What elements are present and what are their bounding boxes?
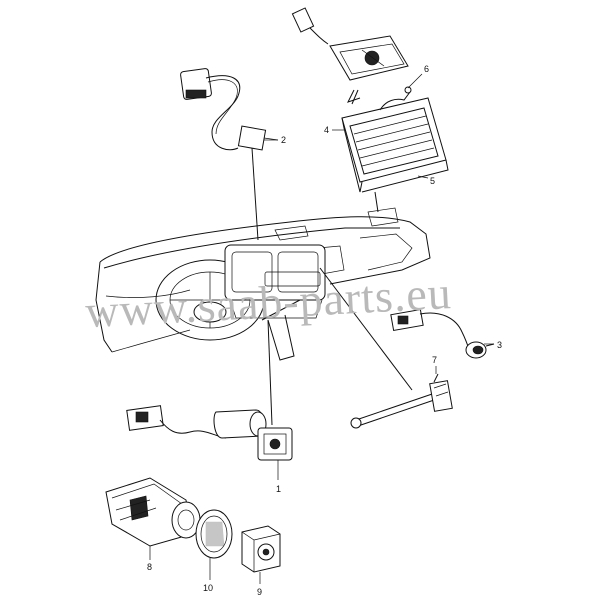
part-2-harness bbox=[180, 68, 279, 241]
callout-1: 1 bbox=[276, 484, 281, 494]
leader-lines bbox=[149, 73, 494, 584]
callout-10: 10 bbox=[203, 583, 213, 593]
callout-9: 9 bbox=[257, 587, 262, 597]
dashboard-outline bbox=[95, 207, 431, 361]
part-9-cover bbox=[241, 525, 281, 573]
part-4-5-vent-unit bbox=[341, 86, 449, 213]
part-1-switch bbox=[126, 319, 293, 461]
part-6-connector bbox=[291, 7, 409, 105]
callout-4: 4 bbox=[324, 125, 329, 135]
part-10-ring bbox=[195, 509, 233, 559]
callout-2: 2 bbox=[281, 135, 286, 145]
part-8-ignition-lock bbox=[105, 477, 201, 547]
callout-7: 7 bbox=[432, 355, 437, 365]
callout-8: 8 bbox=[147, 562, 152, 572]
part-3-sensor bbox=[390, 308, 495, 359]
callout-6: 6 bbox=[424, 64, 429, 74]
part-7-lever bbox=[319, 267, 453, 429]
callout-5: 5 bbox=[430, 176, 435, 186]
vent-slats bbox=[353, 115, 435, 167]
callout-3: 3 bbox=[497, 340, 502, 350]
callout-numbers: 1 2 3 4 5 6 7 8 9 10 bbox=[147, 64, 502, 597]
